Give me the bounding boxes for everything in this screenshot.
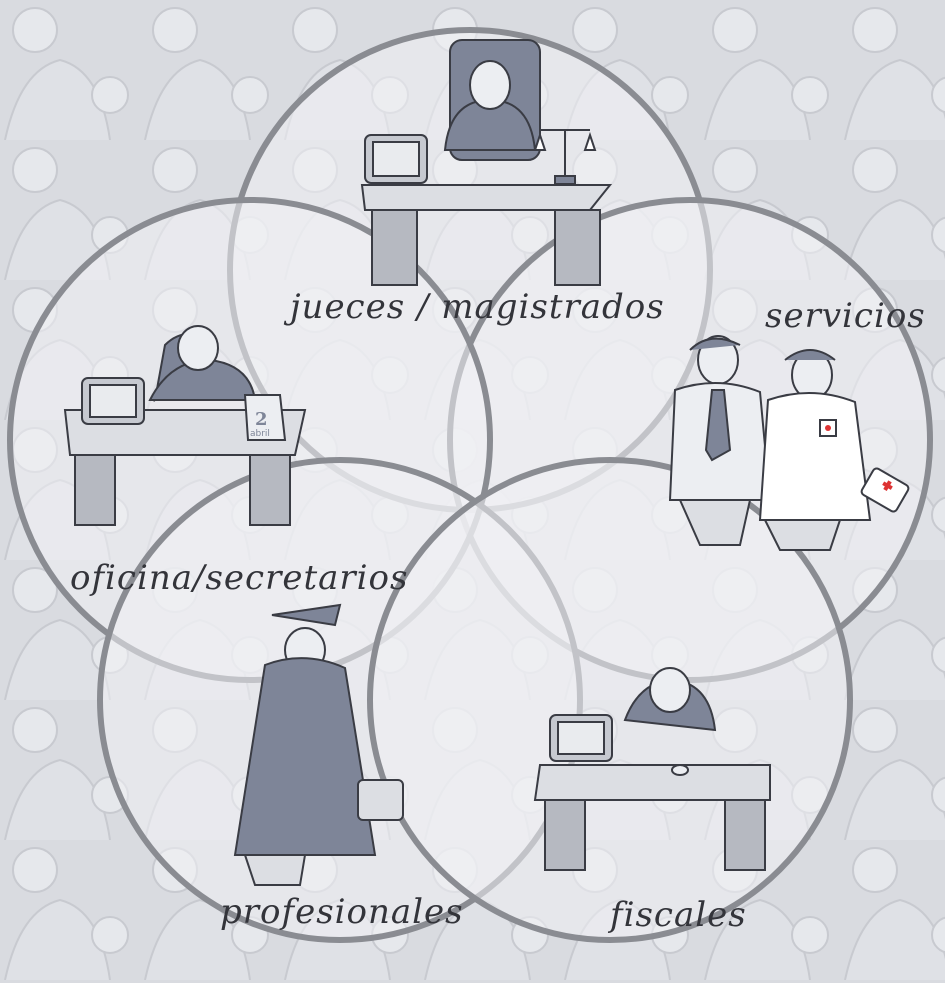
label-servicios: servicios [765,296,926,336]
label-jueces: jueces / magistrados [290,287,665,327]
label-fiscales: fiscales [610,895,747,935]
label-profesionales: profesionales [220,892,464,932]
servicios-figures [668,335,910,551]
label-oficina: oficina/secretarios [70,558,409,598]
oficina-figure [63,325,307,526]
calendar-month: abril [250,429,270,439]
calendar-day: 2 [255,409,268,430]
judge-figure [360,39,613,286]
fiscales-figure [533,667,771,871]
profesionales-figure [233,603,404,886]
